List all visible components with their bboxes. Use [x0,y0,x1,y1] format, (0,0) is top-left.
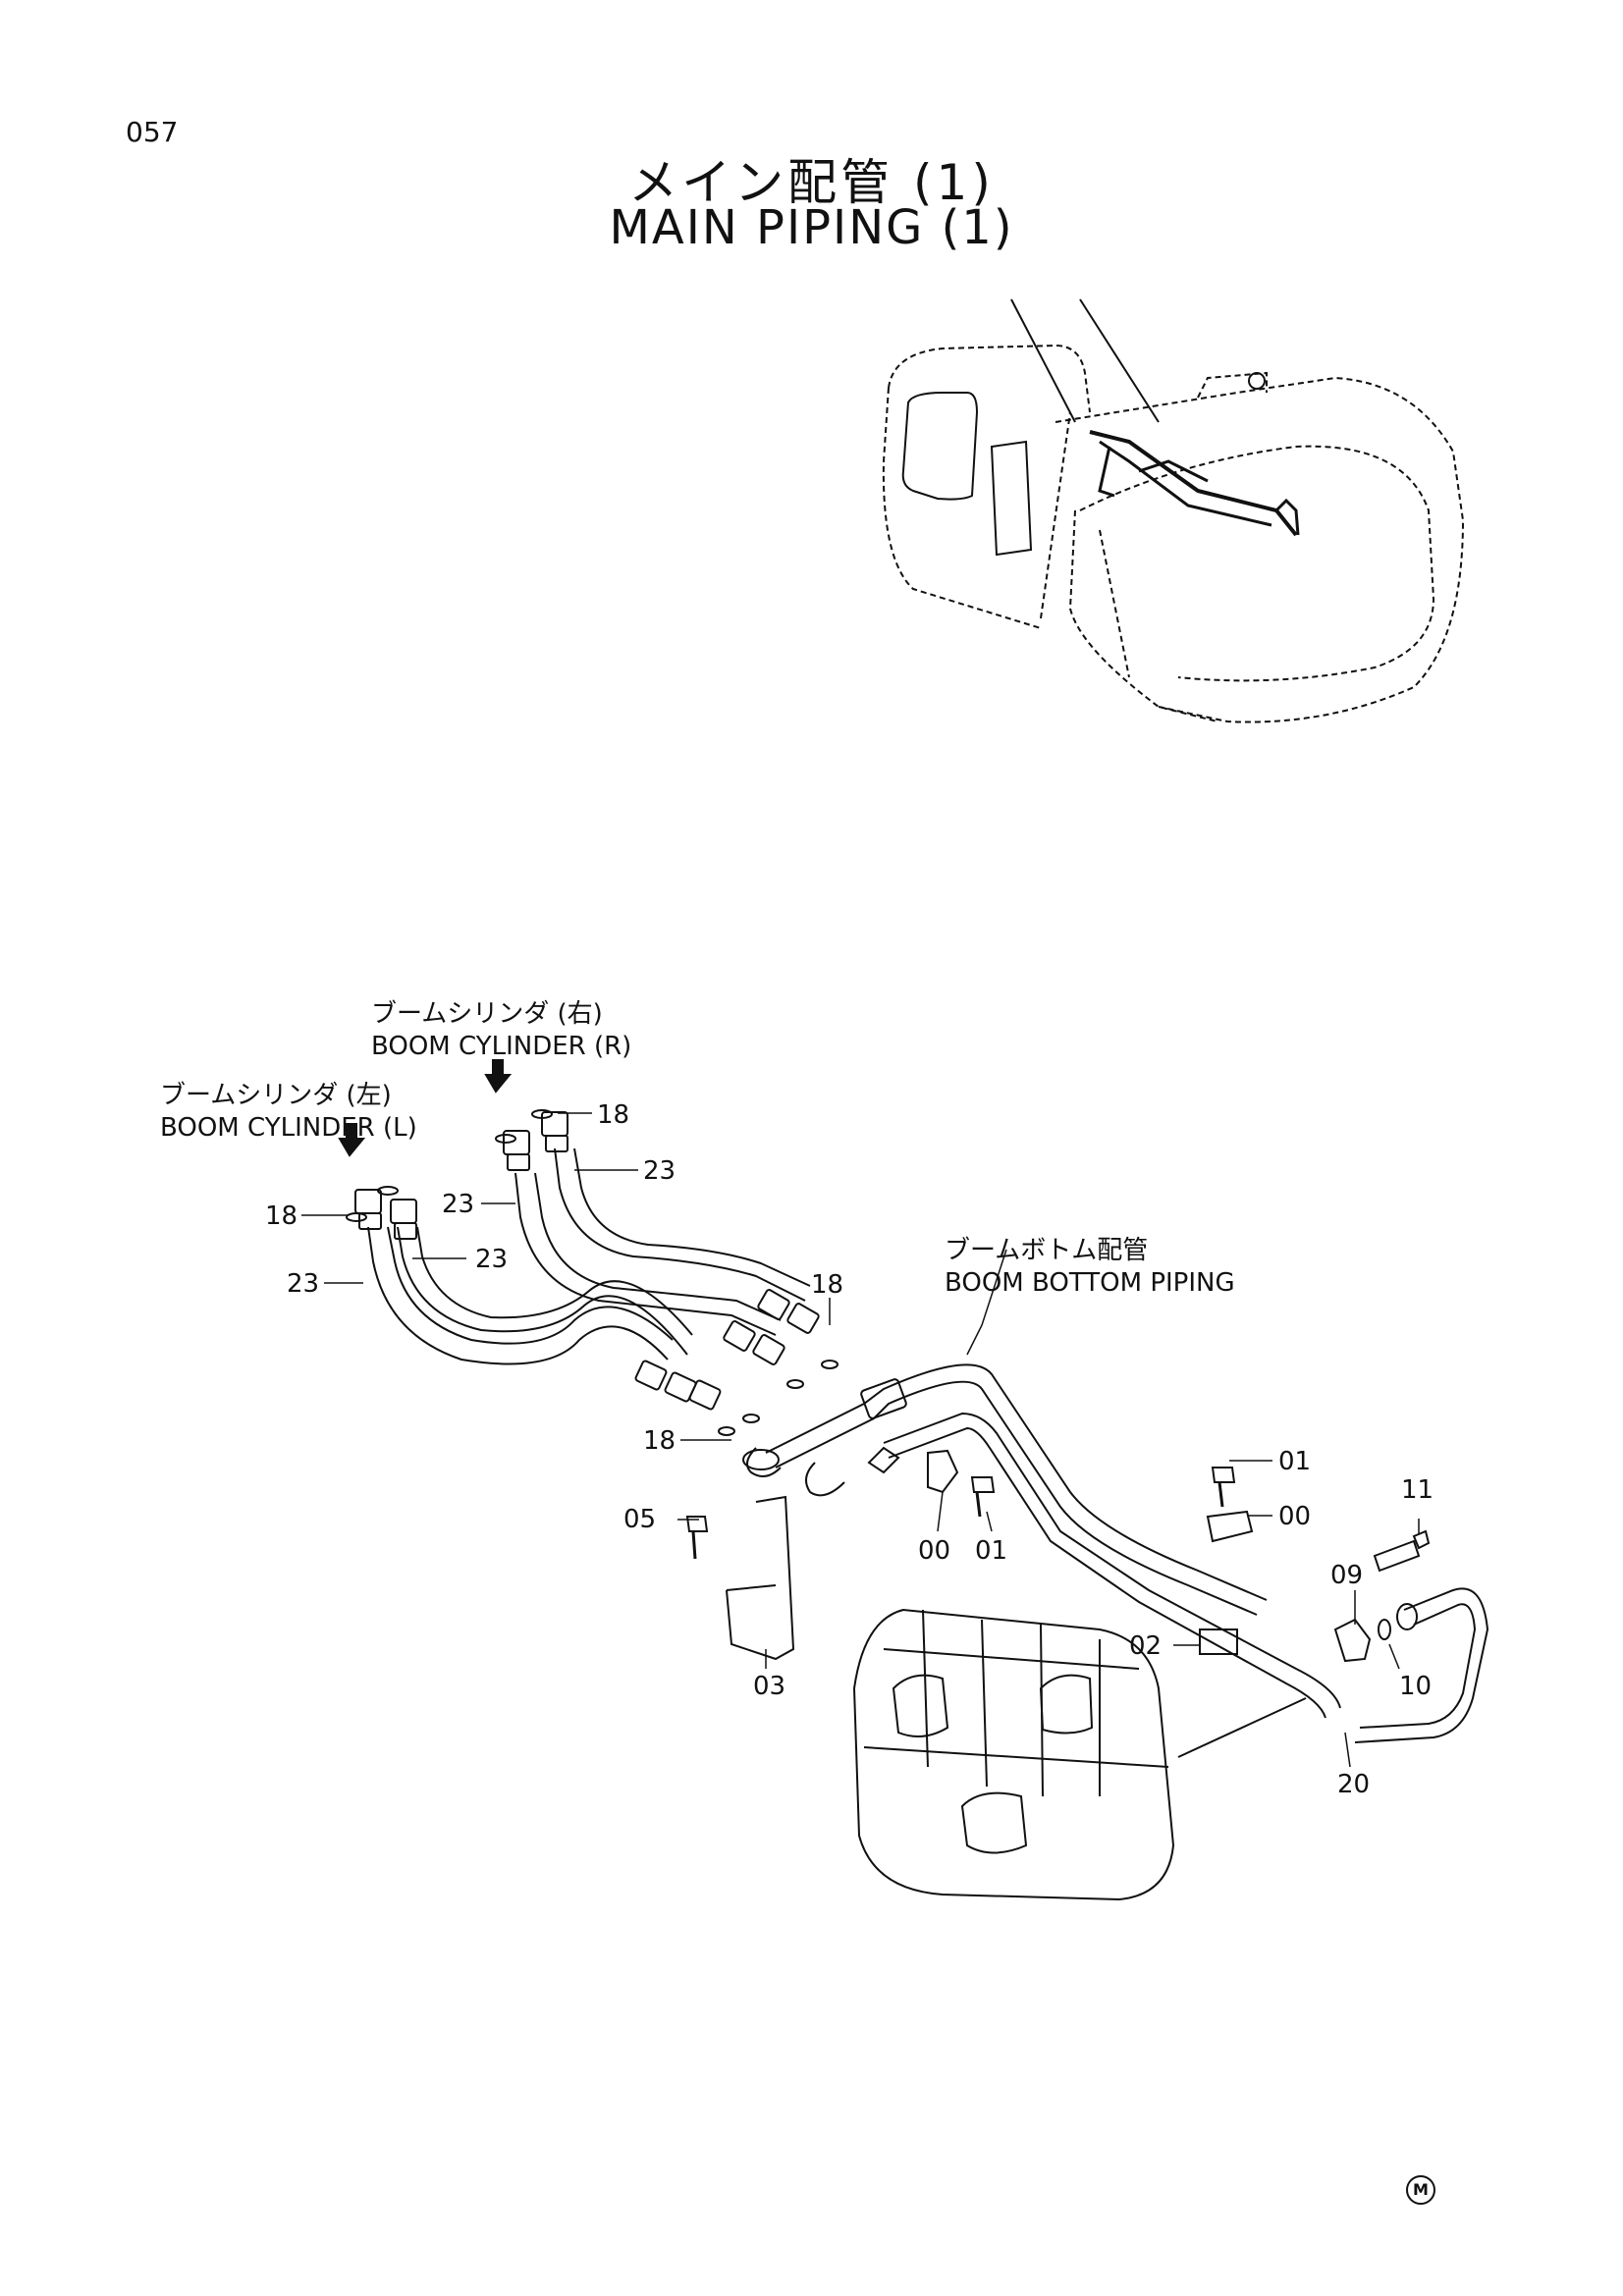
part-label-05: 05 [623,1505,657,1534]
part-label-18: 18 [597,1100,630,1130]
clamps-bolts [687,1451,1488,1742]
page-title-en: MAIN PIPING (1) [609,200,1014,255]
part-label-00: 00 [918,1536,951,1566]
part-label-11: 11 [1401,1475,1434,1505]
part-label-23: 23 [442,1190,475,1219]
part-label-03: 03 [753,1672,786,1701]
callout-boom-bottom-piping: ブームボトム配管 BOOM BOTTOM PIPING [945,1235,1235,1299]
callout-boom-cylinder-r-en: BOOM CYLINDER (R) [371,1031,632,1061]
part-label-23: 23 [643,1156,676,1186]
leader-lines [301,1113,1419,1767]
part-label-18: 18 [643,1426,676,1456]
callout-boom-cylinder-l-jp: ブームシリンダ (左) [160,1081,392,1110]
callout-boom-cylinder-l: ブームシリンダ (左) BOOM CYLINDER (L) [160,1080,417,1144]
m-mark-icon: M [1406,2175,1435,2205]
part-label-01: 01 [975,1536,1008,1566]
page-title-jp: メイン配管 (1) [628,154,995,211]
part-label-18: 18 [811,1270,844,1300]
callout-boom-cylinder-r-jp: ブームシリンダ (右) [371,999,603,1029]
part-label-00: 00 [1278,1502,1312,1531]
control-valve [854,1610,1306,1899]
callout-boom-cylinder-r: ブームシリンダ (右) BOOM CYLINDER (R) [371,998,631,1062]
part-label-23: 23 [287,1269,320,1299]
callout-boom-bottom-piping-en: BOOM BOTTOM PIPING [945,1267,1235,1298]
hoses-right-cylinder [496,1110,820,1365]
callout-boom-cylinder-l-en: BOOM CYLINDER (L) [160,1112,417,1143]
part-label-02: 02 [1129,1631,1163,1661]
arrow-up-icon-l [340,1124,363,1155]
boom-bottom-pipes [719,1361,1340,1718]
part-label-20: 20 [1337,1770,1371,1799]
page-number: 057 [126,116,179,148]
part-label-09: 09 [1330,1561,1364,1590]
excavator-overview [884,299,1463,722]
hoses-left-cylinder [347,1187,721,1410]
part-label-18: 18 [265,1201,298,1231]
arrow-up-icon-r [486,1060,510,1092]
part-label-23: 23 [475,1245,509,1274]
part-label-01: 01 [1278,1447,1312,1476]
callout-boom-bottom-piping-jp: ブームボトム配管 [945,1236,1149,1265]
part-label-10: 10 [1399,1672,1433,1701]
